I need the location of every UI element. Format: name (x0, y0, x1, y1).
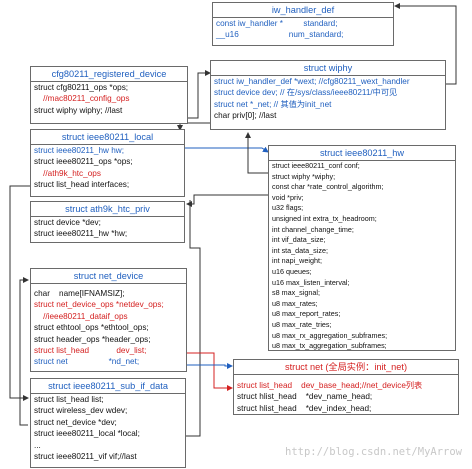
ieee80211-hw-row: u16 max_listen_interval; (272, 277, 350, 287)
arrow-nd-net-to-net (187, 363, 233, 369)
ath9k-htc-priv-box: struct ath9k_htc_priv struct device *dev… (30, 201, 185, 243)
arrow-hw-priv-to-ath9k (186, 194, 268, 207)
net-device-row: //ieee80211_dataif_ops (34, 311, 128, 321)
sub-if-data-row: struct list_head list; (34, 395, 104, 404)
net-device-box: struct net_device char name[IFNAMSIZ]; s… (30, 268, 187, 372)
net-device-row: struct net_device_ops *netdev_ops; (34, 300, 164, 310)
net-device-row: struct list_head dev_list; (34, 346, 147, 356)
ieee80211-hw-row: int vif_data_size; (272, 235, 326, 245)
net-device-row: char name[IFNAMSIZ]; (34, 289, 125, 298)
ieee80211-local-title: struct ieee80211_local (31, 130, 184, 145)
wiphy-row-net: struct net *_net; // 其值为init_net (211, 99, 445, 110)
ieee80211-hw-row: u8 max_rate_tries; (272, 319, 332, 329)
arrow-hw-wiphy-to-wiphy (245, 132, 268, 174)
iw-handler-def-title: iw_handler_def (213, 3, 393, 18)
ieee80211-local-row: //ath9k_htc_ops (34, 168, 101, 178)
net-device-row: struct net *nd_net; (34, 357, 140, 367)
ieee80211-local-row: struct ieee80211_hw hw; (34, 146, 124, 155)
ieee80211-hw-box: struct ieee80211_hw struct ieee80211_con… (268, 145, 456, 351)
ieee80211-hw-row: struct wiphy *wiphy; (272, 171, 336, 181)
wiphy-row-text: struct iw_handler_def *wext; //cfg80211_… (214, 77, 410, 86)
ath9k-htc-priv-row: struct ieee80211_hw *hw; (34, 229, 128, 239)
ieee80211-hw-row: u8 max_tx_aggregation_subframes; (272, 341, 387, 351)
ath9k-htc-priv-title: struct ath9k_htc_priv (31, 202, 184, 217)
ieee80211-hw-row: const char *rate_control_algorithm; (272, 182, 384, 192)
net-row: struct hlist_head *dev_name_head; (237, 392, 373, 402)
iw-handler-def-box: iw_handler_def const iw_handler * standa… (212, 2, 394, 46)
ieee80211-hw-row: void *priv; (272, 192, 304, 202)
ieee80211-sub-if-data-box: struct ieee80211_sub_if_data struct list… (30, 378, 186, 468)
arrow-interfaces-to-list (9, 185, 30, 401)
wiphy-box: struct wiphy struct iw_handler_def *wext… (210, 60, 446, 130)
ieee80211-hw-row: u8 max_report_rates; (272, 309, 341, 319)
sub-if-data-row: struct wireless_dev wdev; (34, 406, 128, 416)
ieee80211-hw-row: u16 queues; (272, 266, 312, 276)
ieee80211-hw-title: struct ieee80211_hw (269, 146, 455, 161)
ieee80211-hw-row: unsigned int extra_tx_headroom; (272, 213, 377, 223)
ieee80211-local-row: struct ieee80211_ops *ops; (34, 157, 133, 167)
arrow-cfg-wiphy-to-wiphy (188, 70, 211, 119)
watermark-text: http://blog.csdn.net/MyArrow (285, 446, 463, 458)
wiphy-row-priv: char priv[0]; //last (211, 110, 445, 121)
wiphy-row-text: struct device dev; // 在/sys/class/ieee80… (214, 88, 398, 98)
sub-if-data-row: ... (34, 440, 41, 450)
net-title: struct net (全局实例：init_net) (234, 360, 458, 375)
ath9k-htc-priv-row: struct device *dev; (34, 218, 101, 227)
wiphy-row-text: char priv[0]; //last (214, 111, 277, 121)
ieee80211-local-box: struct ieee80211_local struct ieee80211_… (30, 129, 185, 197)
cfg80211-registered-device-box: cfg80211_registered_device struct cfg802… (30, 66, 188, 124)
ieee80211-hw-row: u8 max_rates; (272, 298, 318, 308)
ieee80211-hw-row: int channel_change_time; (272, 224, 354, 234)
ieee80211-hw-row: s8 max_signal; (272, 288, 320, 298)
ieee80211-hw-row: u8 max_rx_aggregation_subframes; (272, 330, 388, 340)
net-row: struct hlist_head *dev_index_head; (237, 403, 372, 413)
ieee80211-local-row: struct list_head interfaces; (34, 180, 130, 190)
ieee80211-hw-row: int sta_data_size; (272, 245, 328, 255)
sub-if-data-row: struct net_device *dev; (34, 417, 117, 427)
net-device-row: struct header_ops *header_ops; (34, 334, 151, 344)
sub-if-data-title: struct ieee80211_sub_if_data (31, 379, 185, 394)
cfg80211-row: //mac80211_config_ops (34, 94, 130, 104)
cfg80211-row: struct cfg80211_ops *ops; (34, 83, 129, 92)
net-device-title: struct net_device (31, 269, 186, 284)
sub-if-data-row: struct ieee80211_local *local; (34, 429, 140, 439)
arrow-local-hw-to-ieee80211-hw (185, 146, 269, 153)
wiphy-title: struct wiphy (211, 61, 445, 76)
cfg80211-row: struct wiphy wiphy; //last (34, 105, 123, 115)
wiphy-row-text: struct net *_net; // 其值为init_net (214, 99, 332, 109)
wiphy-row-wext: struct iw_handler_def *wext; //cfg80211_… (211, 76, 445, 87)
sub-if-data-row: struct ieee80211_vif vif;//last (34, 452, 137, 462)
arrow-subif-local-to-local (186, 200, 201, 437)
arrow-dev-list-to-dev-base-head (187, 352, 233, 391)
arrow-subif-dev-to-net-device (19, 277, 29, 426)
net-box: struct net (全局实例：init_net) struct list_h… (233, 359, 459, 415)
iw-handler-def-row: const iw_handler * standard; (216, 19, 338, 28)
arrow-wext-to-iw-handler-def (394, 3, 457, 85)
ieee80211-hw-row: u32 flags; (272, 203, 304, 213)
ieee80211-hw-row: int napi_weight; (272, 256, 322, 266)
net-row: struct list_head dev_base_head;//net_dev… (237, 381, 423, 390)
cfg80211-registered-device-title: cfg80211_registered_device (31, 67, 187, 82)
iw-handler-def-row: __u16 num_standard; (216, 30, 344, 40)
net-device-row: struct ethtool_ops *ethtool_ops; (34, 323, 149, 333)
wiphy-row-dev: struct device dev; // 在/sys/class/ieee80… (211, 87, 445, 98)
ieee80211-hw-row: struct ieee80211_conf conf; (272, 161, 360, 170)
